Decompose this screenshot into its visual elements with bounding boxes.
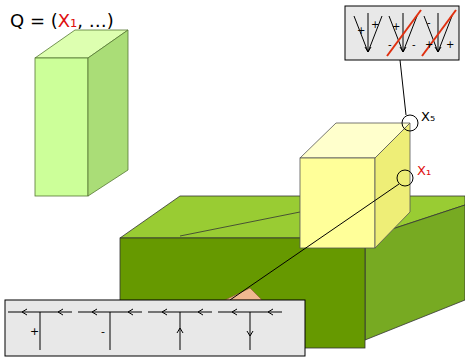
stroke <box>403 16 417 52</box>
sign-label: - <box>412 40 416 50</box>
stroke <box>403 47 406 52</box>
junction-name: X₁ <box>58 10 78 31</box>
stroke <box>162 312 167 315</box>
small-shape <box>225 288 262 300</box>
junction-circle <box>402 115 418 131</box>
box-front <box>35 58 88 196</box>
stroke <box>368 47 371 52</box>
t-junctions <box>8 309 282 350</box>
stroke <box>268 312 273 315</box>
query-line: Q = (X₁, …) <box>10 10 114 31</box>
stroke <box>180 328 183 333</box>
stroke <box>58 312 63 315</box>
junction-name: X₁ <box>417 164 431 177</box>
stroke <box>365 47 368 52</box>
sign-label: + <box>392 22 400 32</box>
cross-out <box>387 10 421 56</box>
stroke <box>389 16 403 52</box>
stroke <box>92 312 97 315</box>
stroke <box>110 312 111 350</box>
stroke <box>198 309 203 312</box>
stroke <box>247 331 250 336</box>
sign-label: - <box>101 326 105 337</box>
stroke <box>22 312 27 315</box>
cross-out <box>422 10 456 56</box>
sign-label: + <box>357 26 365 36</box>
sign-label: + <box>425 40 433 50</box>
stroke <box>368 13 369 52</box>
leader-line <box>400 60 406 115</box>
stroke <box>424 16 438 52</box>
stroke <box>400 47 403 52</box>
sign-label: + <box>446 40 454 50</box>
stroke <box>22 309 27 312</box>
cube-front <box>300 158 375 248</box>
stroke <box>180 312 181 350</box>
stroke <box>232 312 237 315</box>
stroke <box>198 312 203 315</box>
stroke <box>438 47 441 52</box>
sign-label: + <box>371 20 379 30</box>
stroke <box>354 16 368 52</box>
junction-circle <box>397 170 413 186</box>
stroke <box>128 312 133 315</box>
stroke <box>232 309 237 312</box>
query-text: , …) <box>77 10 113 31</box>
box-side <box>88 30 128 196</box>
inset-panel <box>345 6 459 60</box>
stroke <box>162 309 167 312</box>
query-text: Q = ( <box>10 10 58 31</box>
inset-panel <box>5 300 305 356</box>
stroke <box>128 309 133 312</box>
stroke <box>268 309 273 312</box>
stroke <box>177 328 180 333</box>
stroke <box>250 331 253 336</box>
sign-label: - <box>388 40 392 50</box>
stroke <box>435 47 438 52</box>
stroke <box>92 309 97 312</box>
leader-line <box>230 184 399 300</box>
sign-label: - <box>427 18 431 28</box>
arrow-junctions <box>354 13 452 52</box>
stroke <box>58 309 63 312</box>
sign-label: + <box>30 326 39 337</box>
stroke <box>250 312 251 350</box>
stroke <box>40 312 41 350</box>
stroke <box>368 16 382 52</box>
junction-name: X₅ <box>421 110 435 123</box>
